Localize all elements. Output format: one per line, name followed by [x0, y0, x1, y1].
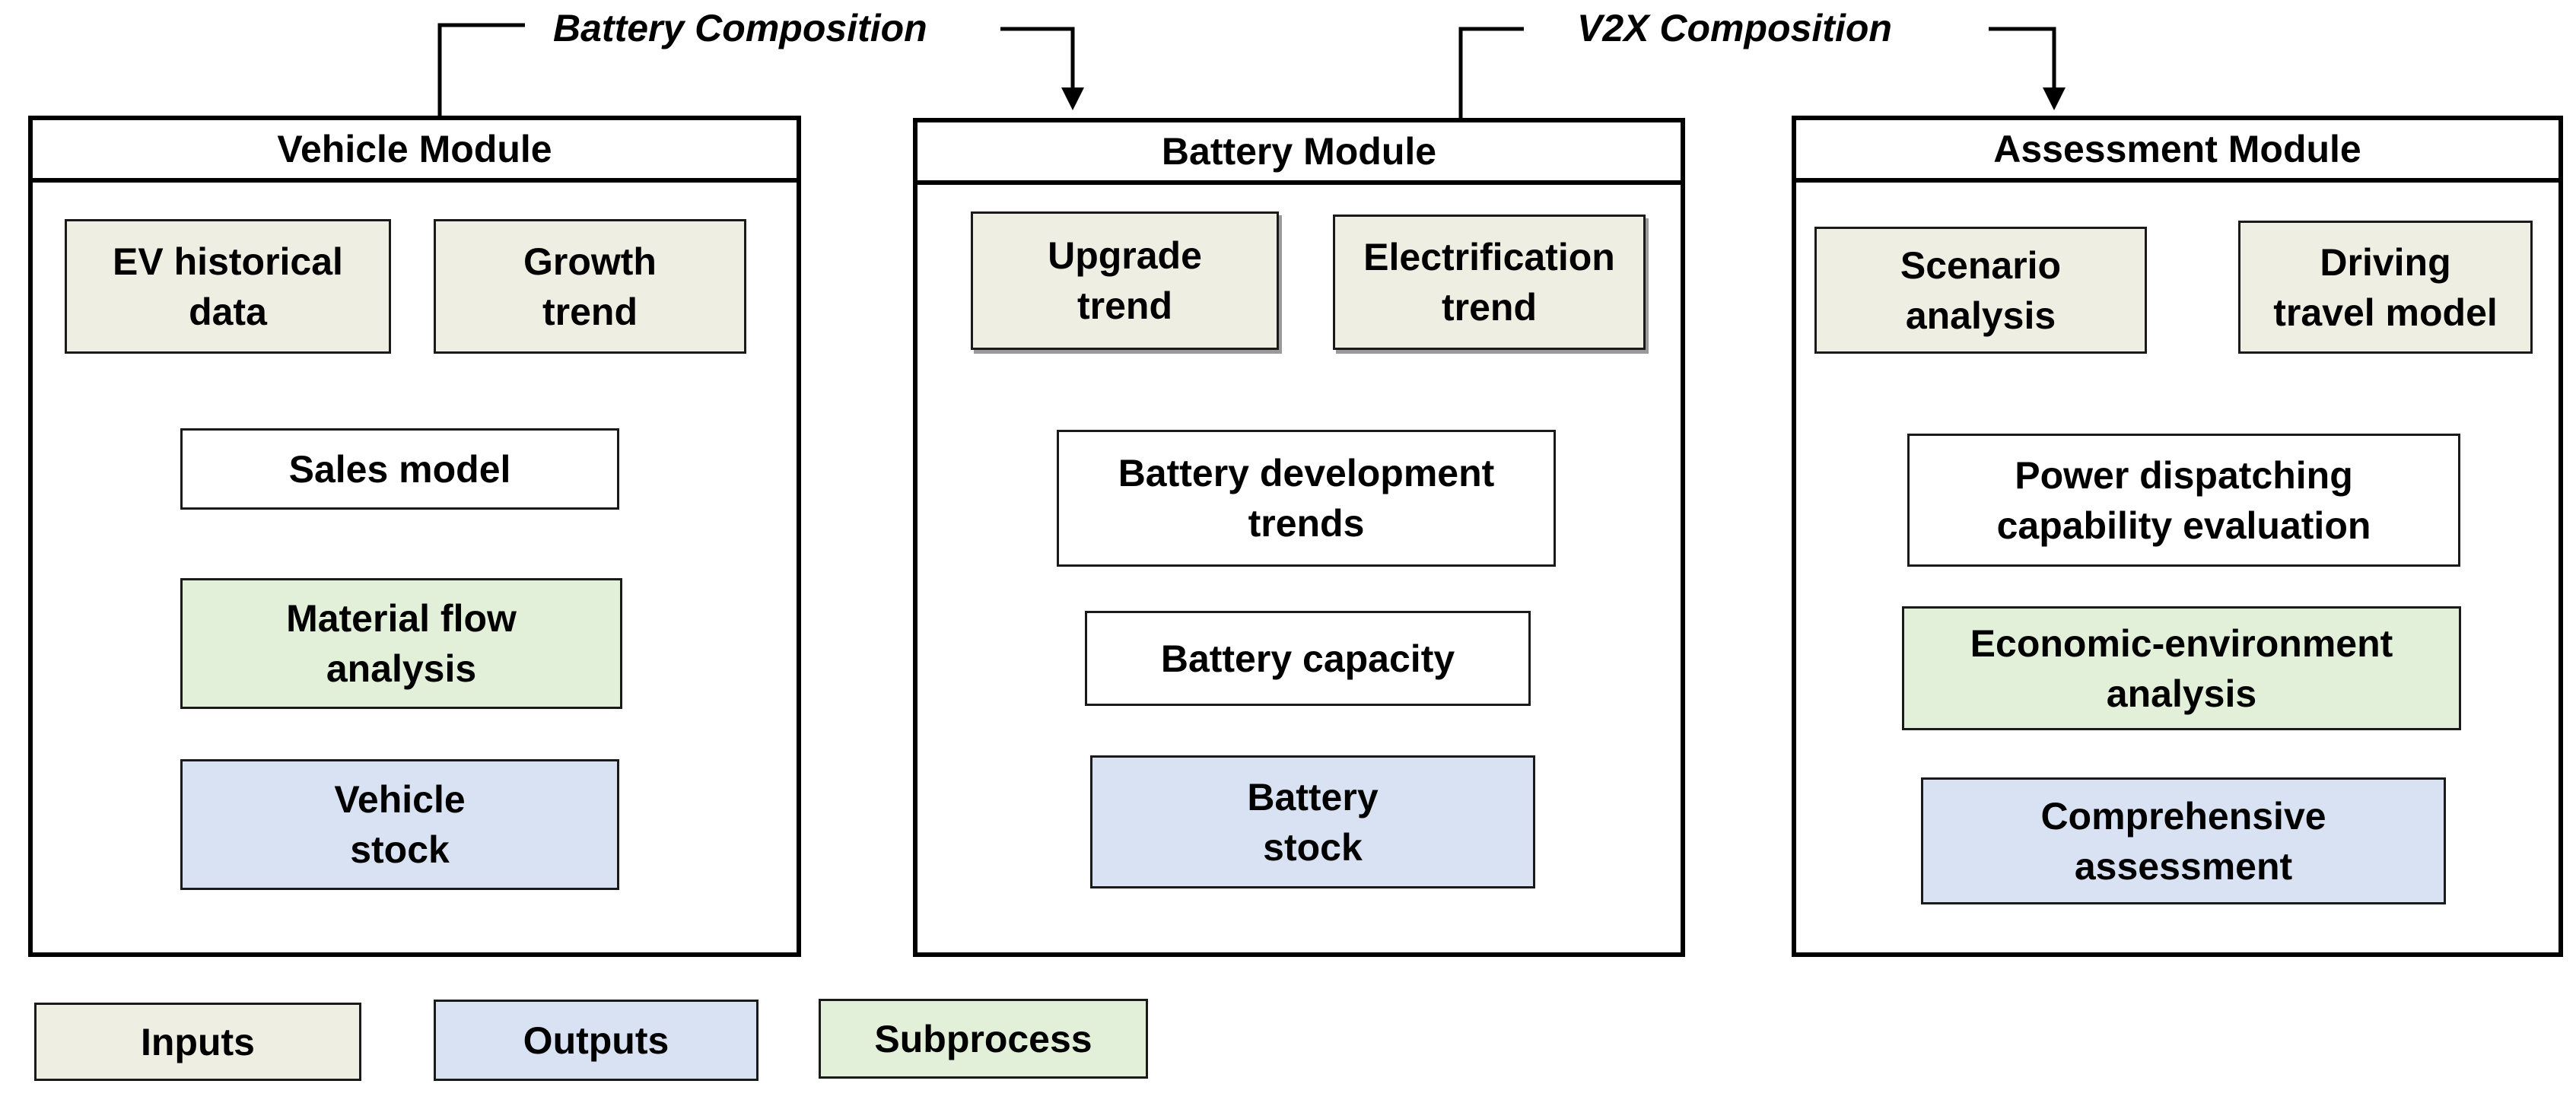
sales-model-box: Sales model [180, 428, 619, 510]
scenario-analysis-box: Scenario analysis [1814, 227, 2147, 354]
vehicle-stock-box: Vehicle stock [180, 759, 619, 890]
battery-development-trends-box: Battery development trends [1057, 430, 1556, 567]
battery-composition-connector [437, 23, 525, 118]
legend-subprocess: Subprocess [819, 999, 1148, 1079]
battery-composition-label: Battery Composition [553, 7, 927, 49]
battery-capacity-box: Battery capacity [1085, 611, 1531, 706]
vehicle-module-title: Vehicle Module [33, 120, 797, 183]
comprehensive-assessment-box: Comprehensive assessment [1921, 777, 2446, 904]
legend-inputs: Inputs [34, 1003, 361, 1081]
material-flow-analysis-box: Material flow analysis [180, 578, 622, 709]
v2x-composition-label: V2X Composition [1577, 7, 1892, 49]
battery-module-title: Battery Module [918, 122, 1681, 185]
ev-historical-data-box: EV historical data [65, 219, 391, 354]
power-dispatching-box: Power dispatching capability evaluation [1907, 434, 2460, 567]
assessment-module-title: Assessment Module [1796, 120, 2559, 183]
legend-outputs: Outputs [434, 1000, 758, 1081]
economic-environment-analysis-box: Economic-environment analysis [1902, 606, 2461, 730]
upgrade-trend-box: Upgrade trend [971, 211, 1279, 350]
growth-trend-box: Growth trend [434, 219, 746, 354]
battery-composition-arrow [1000, 27, 1084, 110]
driving-travel-model-box: Driving travel model [2238, 221, 2533, 354]
v2x-composition-arrow [1989, 27, 2066, 110]
battery-stock-box: Battery stock [1090, 755, 1535, 888]
electrification-trend-box: Electrification trend [1333, 215, 1646, 350]
v2x-composition-connector [1458, 27, 1524, 118]
